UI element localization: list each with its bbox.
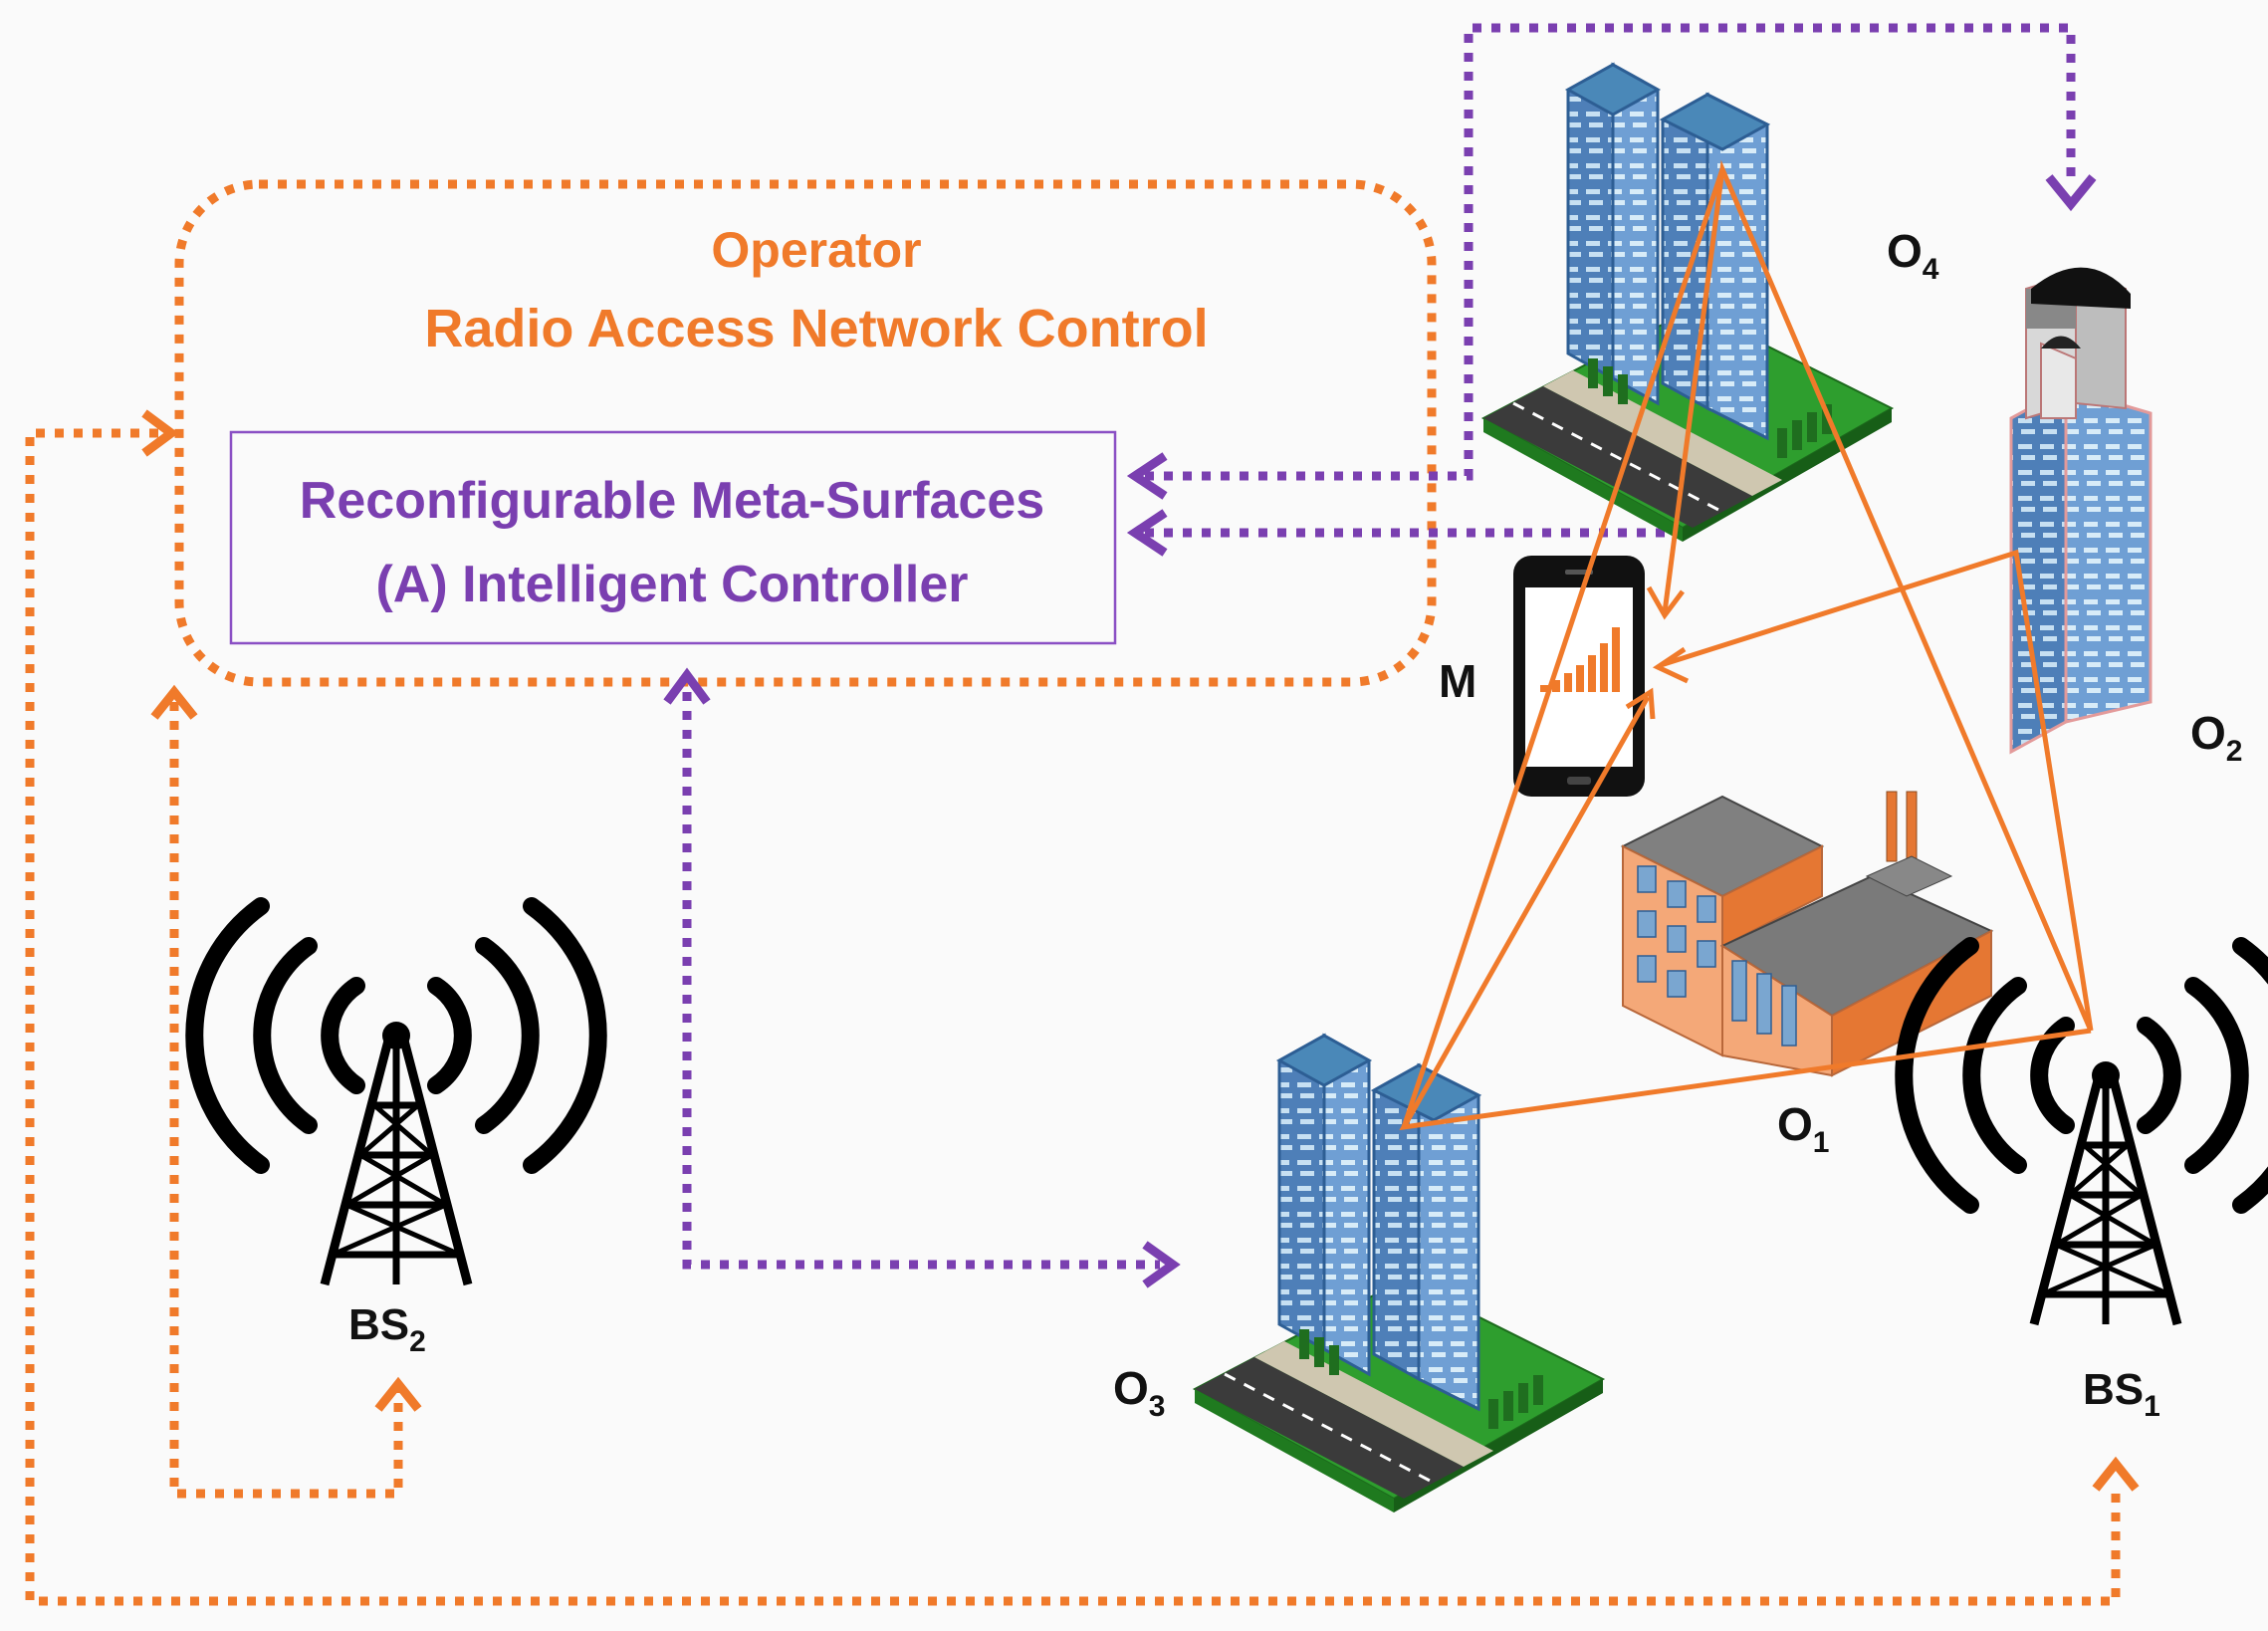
building-o2 [2009,267,2153,755]
label-o3: O3 [1113,1362,1165,1423]
label-bs2: BS2 [348,1300,426,1358]
ran-title-main: Radio Access Network Control [424,299,1208,358]
label-o2: O2 [2190,707,2242,768]
smartphone-m [1513,556,1645,797]
signal-bars-icon [1540,627,1620,692]
orange-arrowheads [141,409,2140,1492]
ran-control-box [174,179,1437,687]
controller-box [229,430,1117,645]
controller-title-line2: (A) Intelligent Controller [375,556,968,613]
signal-arrowheads [1625,585,1690,720]
building-o1 [1620,791,1994,1077]
label-o4: O4 [1887,225,1939,286]
orange-control-links [25,428,2121,1606]
ran-title-operator: Operator [711,222,921,278]
label-o1: O1 [1777,1098,1829,1159]
tower-bs2 [194,906,597,1284]
signal-paths [1399,159,2094,1131]
purple-control-links [682,23,2076,1270]
controller-title-line1: Reconfigurable Meta-Surfaces [300,472,1044,530]
label-bs1: BS1 [2083,1365,2160,1423]
label-m: M [1439,655,1476,707]
building-o4 [1481,63,1894,544]
